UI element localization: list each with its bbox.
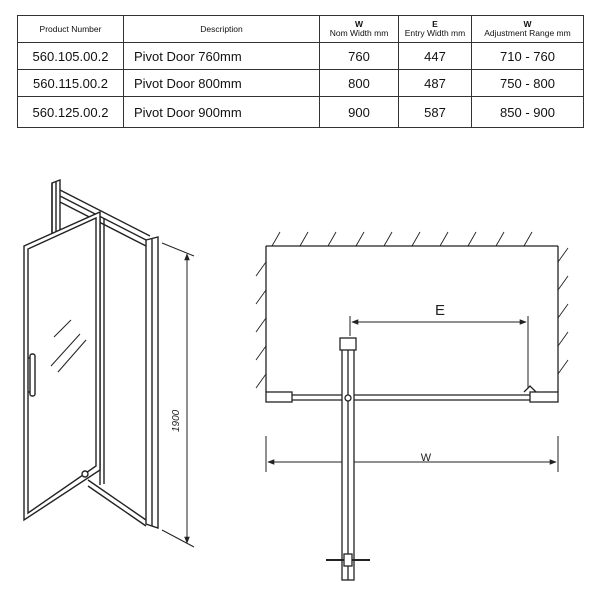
table-row: 560.125.00.2 Pivot Door 900mm 900 587 85… xyxy=(17,96,584,128)
pivot-point-icon xyxy=(344,394,352,402)
header-entry-width-letter: E xyxy=(432,19,438,29)
header-rail xyxy=(59,189,151,247)
cell-entry-width: 587 xyxy=(398,96,472,128)
width-dimension xyxy=(265,436,559,472)
front-rail xyxy=(265,385,559,403)
cell-description: Pivot Door 800mm xyxy=(123,69,320,97)
door-leaf xyxy=(23,210,101,522)
left-wall xyxy=(255,246,267,392)
side-post xyxy=(145,236,159,529)
pivot-hinge-icon xyxy=(81,470,89,478)
header-description: Description xyxy=(123,15,320,43)
header-adjustment-letter: W xyxy=(523,19,532,29)
height-label: 1900 xyxy=(171,409,182,432)
header-nom-width-label: Nom Width mm xyxy=(329,28,389,38)
door-handle-plan-icon xyxy=(343,553,353,567)
cell-adjustment-range: 750 - 800 xyxy=(471,69,584,97)
cell-product: 560.125.00.2 xyxy=(17,96,124,128)
header-product-number-label: Product Number xyxy=(39,23,102,34)
cell-entry-width: 447 xyxy=(398,42,472,70)
entry-width-label: E xyxy=(435,302,445,319)
spec-table: Product Number Description W Nom Width m… xyxy=(17,15,584,128)
cell-nom-width: 760 xyxy=(319,42,399,70)
entry-dimension xyxy=(349,316,529,388)
table-header-row: Product Number Description W Nom Width m… xyxy=(17,15,584,43)
right-wall xyxy=(557,246,569,392)
header-entry-width-label: Entry Width mm xyxy=(404,28,466,38)
cell-adjustment-range: 850 - 900 xyxy=(471,96,584,128)
cell-product: 560.115.00.2 xyxy=(17,69,124,97)
elevation-view xyxy=(23,178,195,548)
overall-width-label: W xyxy=(421,452,432,464)
back-wall xyxy=(266,231,558,247)
header-description-label: Description xyxy=(200,23,243,34)
door-top-cap-icon xyxy=(339,337,357,351)
cell-description: Pivot Door 900mm xyxy=(123,96,320,128)
rail-stop-icon xyxy=(523,385,537,393)
height-dimension xyxy=(161,242,195,548)
plan-view xyxy=(255,231,569,581)
plan-door-leaf xyxy=(326,337,370,581)
header-nom-width-letter: W xyxy=(354,19,364,29)
door-handle-icon xyxy=(28,353,36,397)
header-adjustment-label: Adjustment Range mm xyxy=(484,28,571,38)
